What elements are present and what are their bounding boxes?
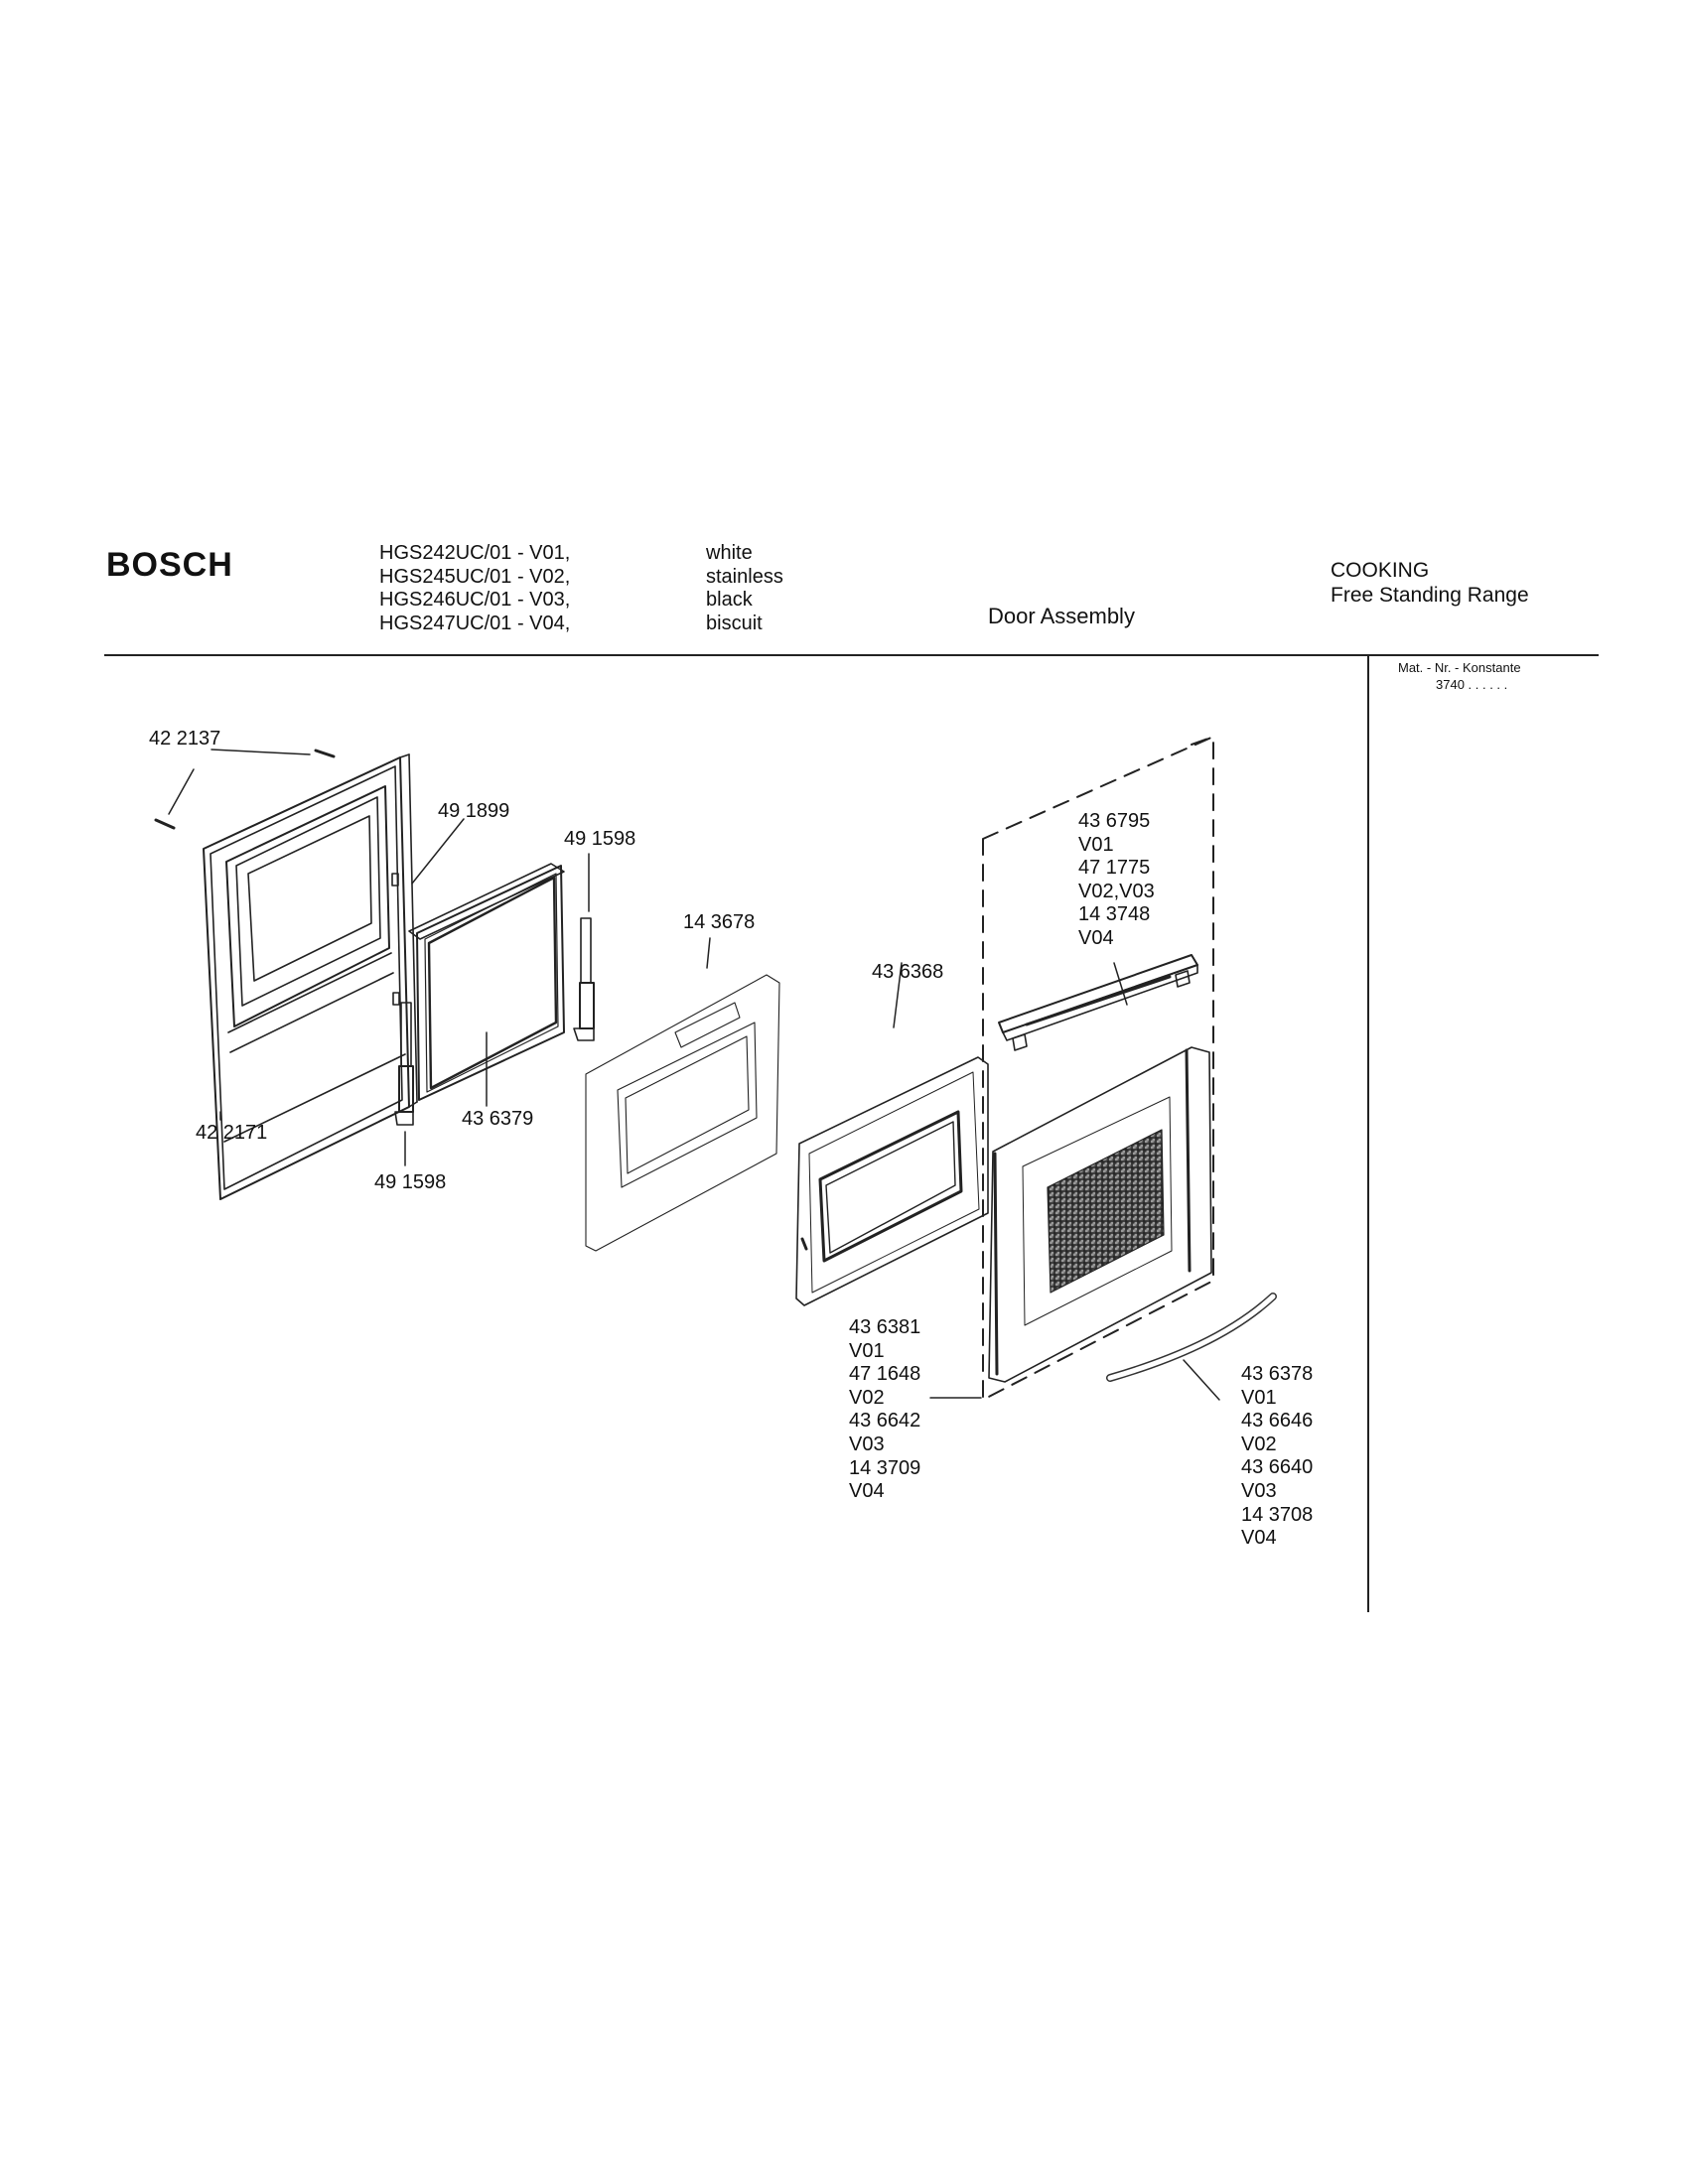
part-label: 47 1648 [849,1363,921,1386]
part-label: 43 6640 [1241,1456,1314,1479]
part-label: 42 2171 [196,1122,268,1144]
door-handle [998,954,1198,1051]
outer-door-frame [203,753,418,1200]
part-label: 14 3709 [849,1456,921,1479]
bottom-trim [1106,1293,1277,1382]
part-label: 47 1775 [1078,857,1151,880]
color-item: black [706,589,753,611]
variant-label: V04 [849,1480,885,1503]
part-label: 43 6795 [1078,810,1151,832]
part-label: 49 1598 [374,1171,447,1193]
mat-nr-value: 3740 . . . . . . [1436,677,1508,692]
header-divider [104,654,1599,656]
inner-panel [585,974,780,1252]
variant-label: V01 [849,1339,885,1362]
variant-label: V03 [849,1433,885,1455]
part-label: 43 6368 [872,961,944,983]
hinge-bracket-top [573,917,595,1041]
variant-label: V01 [1241,1386,1277,1409]
outer-door-panel [988,1046,1212,1383]
variant-label: V02 [1241,1433,1277,1455]
variant-label: V04 [1241,1527,1277,1550]
part-label: 14 3678 [683,911,756,933]
category-block: COOKING Free Standing Range [1331,558,1529,608]
part-group-trim: 43 6378 V01 43 6646 V02 43 6640 V03 14 3… [1241,1363,1313,1551]
variant-group-outline [982,736,1214,1401]
category: COOKING [1331,559,1430,582]
part-label: 43 6381 [849,1316,921,1338]
variant-label: V03 [1241,1479,1277,1502]
part-label: 42 2137 [149,728,221,750]
color-item: white [706,542,753,564]
part-group-door-panel: 43 6381 V01 47 1648 V02 43 6642 V03 14 3… [849,1316,920,1504]
part-label: 43 6379 [462,1108,534,1130]
subcategory: Free Standing Range [1331,584,1529,607]
color-item: stainless [706,565,783,588]
part-label: 14 3748 [1078,903,1151,926]
part-label: 49 1598 [564,828,636,850]
variant-label: V04 [1078,926,1114,949]
part-label: 43 6642 [849,1410,921,1433]
model-item: HGS247UC/01 - V04, [379,612,571,634]
glass-panel [408,863,565,1101]
mat-nr-block: Mat. - Nr. - Konstante 3740 . . . . . . [1398,659,1521,693]
mat-nr-label: Mat. - Nr. - Konstante [1398,660,1521,675]
variant-label: V01 [1078,833,1114,856]
model-item: HGS242UC/01 - V01, [379,542,571,564]
model-item: HGS245UC/01 - V02, [379,565,571,588]
variant-label: V02,V03 [1078,880,1155,902]
door-liner [795,1056,989,1306]
part-label: 14 3708 [1241,1503,1314,1526]
side-divider [1367,654,1369,1612]
brand-logo: BOSCH [106,546,233,584]
part-label: 43 6378 [1241,1363,1314,1385]
model-list: HGS242UC/01 - V01, HGS245UC/01 - V02, HG… [379,542,570,635]
model-item: HGS246UC/01 - V03, [379,589,571,611]
color-item: biscuit [706,612,763,634]
color-list: white stainless black biscuit [706,542,783,635]
hinge-bracket-bottom [394,1002,414,1126]
leader-lines [168,749,1220,1401]
part-label: 43 6646 [1241,1410,1314,1433]
part-label: 49 1899 [438,800,510,822]
part-group-handle: 43 6795 V01 47 1775 V02,V03 14 3748 V04 [1078,810,1155,951]
hinge-pins [154,749,336,830]
variant-label: V02 [849,1386,885,1409]
page-title: Door Assembly [988,604,1135,628]
